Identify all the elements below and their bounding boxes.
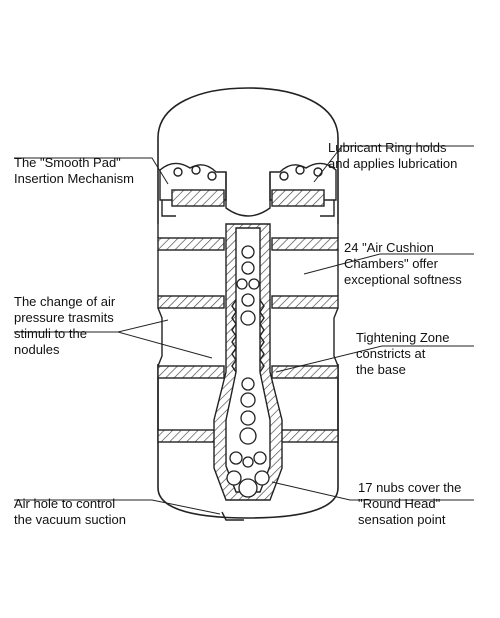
- label-nubs: 17 nubs cover the"Round Head"sensation p…: [358, 480, 462, 527]
- air-cushion-chambers: [157, 224, 339, 443]
- label-smooth-pad: The "Smooth Pad"Insertion Mechanism: [14, 155, 134, 186]
- nodules: [236, 245, 260, 445]
- leader-lines: [14, 145, 474, 515]
- smooth-pad-mechanism: [159, 162, 337, 217]
- round-head-nubs: [226, 451, 270, 498]
- outer-casing: [157, 87, 339, 176]
- air-hole: [221, 511, 244, 521]
- outer-casing-lower: [157, 364, 339, 519]
- inner-sleeve: [213, 223, 283, 501]
